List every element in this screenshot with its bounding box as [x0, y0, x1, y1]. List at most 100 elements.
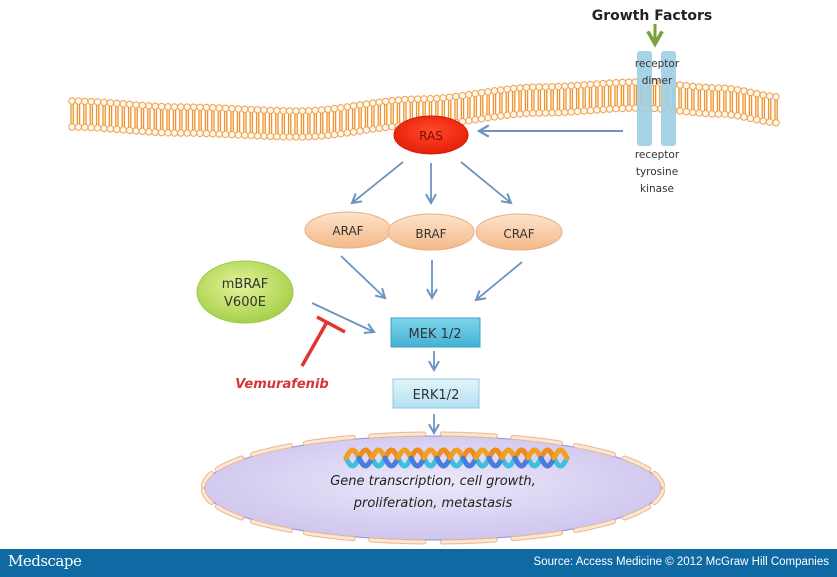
dna-strand [512, 447, 531, 461]
lipid-head [183, 103, 191, 111]
vemurafenib-label: Vemurafenib [235, 377, 328, 392]
envelope-segment-fill [511, 531, 563, 541]
lipid-head [625, 78, 633, 86]
medscape-logo[interactable]: Medscape [8, 552, 82, 570]
lipid-head [445, 93, 454, 101]
dna-strand [512, 455, 531, 469]
lipid-head [151, 102, 159, 110]
lipid-head [381, 97, 390, 106]
lipid-head [375, 98, 383, 106]
lipid-head [548, 83, 556, 91]
receptor-dimer-label-1: receptor [635, 58, 680, 70]
lipid-head [753, 116, 761, 124]
lipid-head [561, 82, 569, 90]
dna-strand [395, 455, 414, 469]
envelope-segment-fill [303, 531, 355, 541]
lipid-head [490, 87, 499, 95]
braf-label: BRAF [415, 227, 446, 241]
lipid-head [573, 107, 582, 116]
lipid-head [503, 85, 511, 93]
lipid-head [746, 114, 755, 123]
lipid-head [682, 108, 691, 116]
dna-strand [369, 447, 388, 461]
lipid-head [465, 90, 473, 99]
lipid-head [586, 106, 595, 115]
lipid-head [113, 125, 121, 134]
envelope-segment-fill [369, 538, 426, 544]
lipid-head [605, 79, 614, 87]
lipid-head [132, 127, 140, 135]
lipid-head [458, 91, 467, 100]
lipid-head [93, 124, 102, 132]
lipid-head [189, 103, 198, 111]
lipid-head [100, 98, 108, 107]
lipid-head [87, 123, 95, 132]
envelope-segment-fill [574, 444, 615, 456]
dna-strand [447, 455, 466, 469]
nuclear-envelope [200, 431, 666, 545]
lipid-head [490, 113, 499, 121]
lipid-head [356, 127, 364, 135]
lipid-head [426, 95, 435, 103]
lipid-head [759, 117, 767, 125]
nucleus [200, 431, 666, 545]
lipid-head [689, 108, 697, 117]
lipid-head [106, 125, 115, 133]
dna-strand [551, 455, 570, 469]
lipid-head [471, 90, 479, 98]
lipid-head [695, 83, 703, 91]
lipid-head [305, 107, 313, 115]
lipid-head [420, 95, 428, 103]
lipid-head [285, 107, 294, 115]
lipid-head [586, 80, 595, 89]
lipid-head [439, 94, 447, 102]
lipid-head [138, 101, 147, 110]
lipid-head [324, 105, 332, 114]
lipid-head [196, 103, 204, 111]
lipid-head [618, 78, 627, 87]
dna-strand [486, 455, 505, 469]
dna-strand [395, 447, 414, 461]
lipid-head [349, 128, 358, 136]
rtk-label-3: kinase [640, 183, 674, 195]
lipid-head [87, 97, 95, 106]
lipid-head [170, 103, 179, 111]
rtk-label-2: tyrosine [636, 166, 678, 178]
inhibition-symbol [300, 315, 346, 367]
envelope-segment-fill [251, 520, 292, 532]
growth-factors-label: Growth Factors [592, 8, 713, 24]
lipid-head [298, 133, 307, 141]
lipid-head [484, 114, 492, 122]
lipid-head [714, 84, 723, 92]
lipid-head [177, 103, 185, 111]
lipid-head [599, 105, 607, 114]
lipid-head [273, 106, 281, 115]
envelope-segment-fill [440, 538, 497, 544]
mek-label: MEK 1/2 [408, 327, 461, 342]
lipid-head [522, 83, 531, 92]
lipid-head [292, 107, 300, 115]
lipid-head [285, 133, 294, 141]
nucleus-text-1: Gene transcription, cell growth, [330, 474, 536, 489]
lipid-head [772, 119, 780, 127]
lipid-head [509, 110, 518, 119]
dna-strand [473, 447, 492, 461]
dna-strand [434, 455, 453, 469]
lipid-head [253, 106, 262, 114]
lipid-head [753, 90, 761, 98]
araf-label: ARAF [332, 224, 363, 238]
lipid-head [369, 99, 377, 107]
footer-bar: Medscape Source: Access Medicine © 2012 … [0, 549, 837, 577]
lipid-head [157, 128, 166, 137]
lipid-head [650, 104, 659, 113]
lipid-head [74, 123, 83, 131]
lipid-head [573, 81, 582, 90]
lipid-head [74, 97, 83, 105]
lipid-head [93, 98, 102, 106]
lipid-head [330, 104, 339, 113]
craf-to-mek-arrow [474, 261, 523, 302]
envelope-segment-fill [201, 488, 214, 505]
lipid-head [529, 109, 537, 117]
lipid-head [618, 104, 627, 113]
lipid-head [708, 84, 716, 92]
